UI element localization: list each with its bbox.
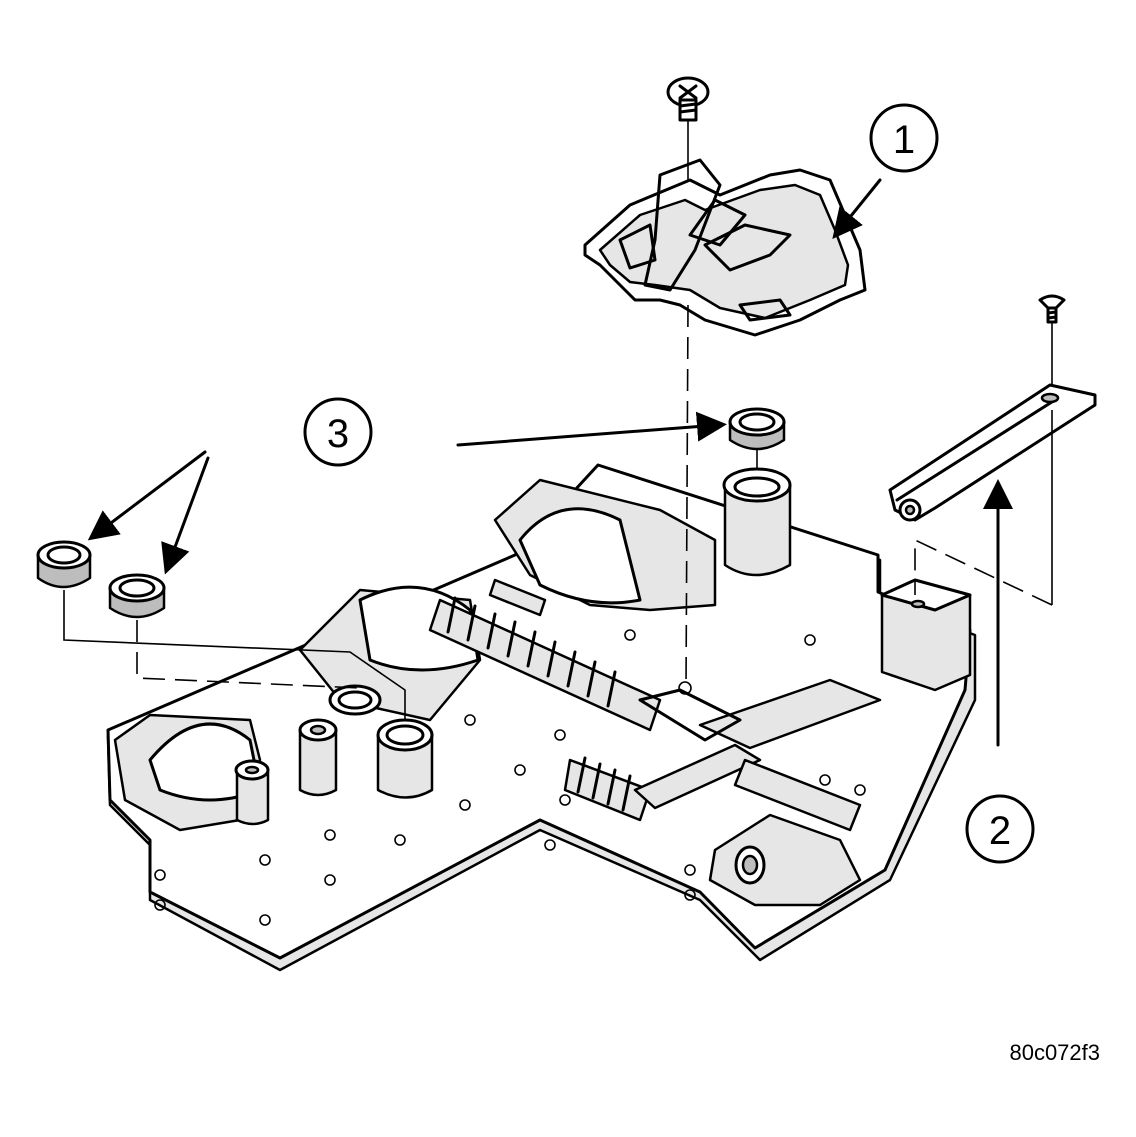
retainer-arm <box>888 383 1097 522</box>
callout-2: 2 <box>965 794 1035 864</box>
retainer-screw <box>1038 294 1066 324</box>
seal-ring-left-1 <box>36 540 92 589</box>
callout-1-label: 1 <box>893 118 915 162</box>
seal-ring-upper <box>728 407 786 451</box>
channel-rib-lower <box>633 743 762 810</box>
figure-reference-code: 80c072f3 <box>1009 1040 1100 1065</box>
callout-2-label: 2 <box>989 809 1011 853</box>
detent-plate <box>583 158 867 337</box>
solenoid-housing-face <box>518 507 642 605</box>
callout-3: 3 <box>303 397 373 467</box>
accumulator-tower <box>723 483 792 577</box>
detent-plate-screw <box>666 76 710 122</box>
callout-1: 1 <box>869 103 939 173</box>
alignment-lines <box>63 120 1053 720</box>
channel-rib-right <box>698 678 882 750</box>
callout-arrows <box>87 178 1013 747</box>
bolt-holes <box>154 629 866 926</box>
bosses <box>234 684 434 826</box>
valve-body <box>106 463 977 972</box>
callout-3-label: 3 <box>327 412 349 456</box>
spool-valve <box>428 578 662 732</box>
channel-rib-diagonal <box>733 758 862 832</box>
lower-spool-valve <box>563 756 652 822</box>
seal-ring-left-2 <box>108 573 166 619</box>
